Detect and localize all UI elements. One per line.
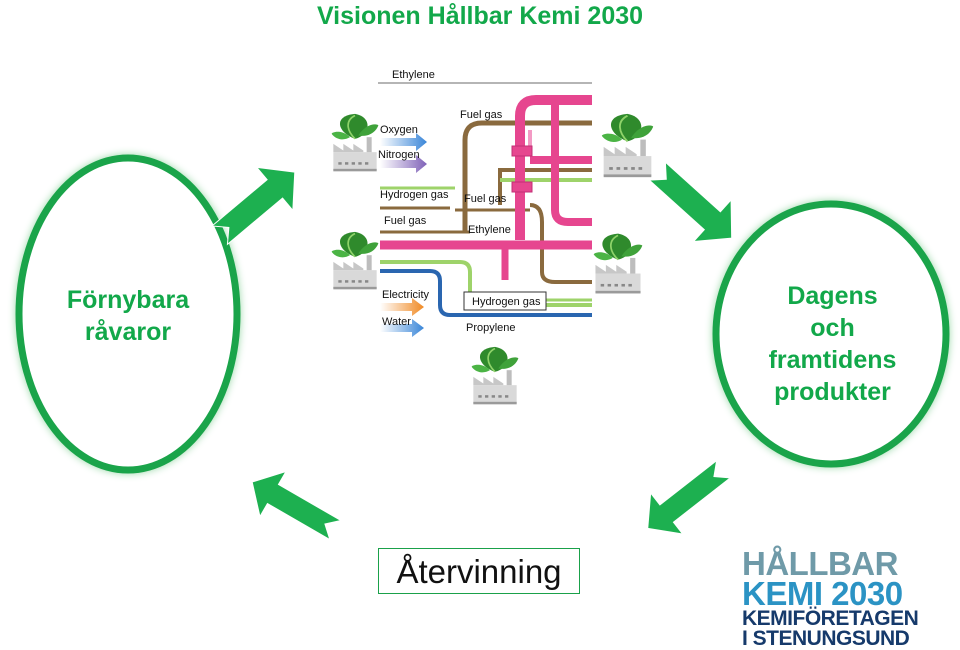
left-circle-label: Förnybara råvaror [38, 284, 218, 348]
label-fuel-gas-left: Fuel gas [384, 215, 427, 227]
factory-plant-icon [330, 112, 380, 173]
logo-line1: HÅLLBAR [742, 545, 898, 582]
left-circle-line2: råvaror [84, 318, 172, 346]
pipe-network [378, 82, 592, 337]
arrow-down-right [648, 161, 733, 243]
factory-plant-icon [592, 232, 644, 295]
right-circle-line1: Dagens [787, 282, 878, 310]
label-electricity: Electricity [382, 289, 430, 301]
label-fuel-gas-mid: Fuel gas [464, 193, 507, 205]
logo-line3: KEMIFÖRETAGEN [742, 607, 919, 630]
arrow-up-right [210, 166, 296, 246]
factory-plant-icon [600, 112, 655, 179]
label-fuel-gas-top: Fuel gas [460, 109, 503, 121]
label-propylene: Propylene [466, 322, 516, 334]
label-nitrogen: Nitrogen [378, 149, 420, 161]
left-circle-line1: Förnybara [66, 286, 190, 314]
label-ethylene-top: Ethylene [392, 69, 435, 81]
page-title: Visionen Hållbar Kemi 2030 [316, 2, 644, 30]
logo: HÅLLBAR KEMI 2030 KEMIFÖRETAGEN I STENUN… [742, 545, 952, 650]
factory-plant-icon [330, 230, 380, 291]
right-circle-line3: framtidens [768, 346, 897, 374]
label-hydrogen-gas-box: Hydrogen gas [472, 296, 541, 308]
right-circle-label: Dagens och framtidens produkter [735, 280, 930, 408]
right-circle-line2: och [810, 314, 855, 342]
arrow-left-up [251, 470, 343, 541]
factory-plant-icon [470, 345, 520, 406]
label-hydrogen-gas-left: Hydrogen gas [380, 189, 449, 201]
right-circle-line4: produkter [774, 378, 891, 406]
arrow-down-left [647, 459, 732, 535]
logo-line2: KEMI 2030 [742, 575, 903, 612]
recycling-box: Återvinning [378, 548, 580, 594]
right-circle [712, 200, 950, 468]
label-ethylene-mid: Ethylene [468, 224, 511, 236]
label-oxygen: Oxygen [380, 124, 418, 136]
label-water: Water [382, 316, 411, 328]
left-circle [15, 154, 241, 474]
logo-line4: I STENUNGSUND [742, 627, 910, 650]
